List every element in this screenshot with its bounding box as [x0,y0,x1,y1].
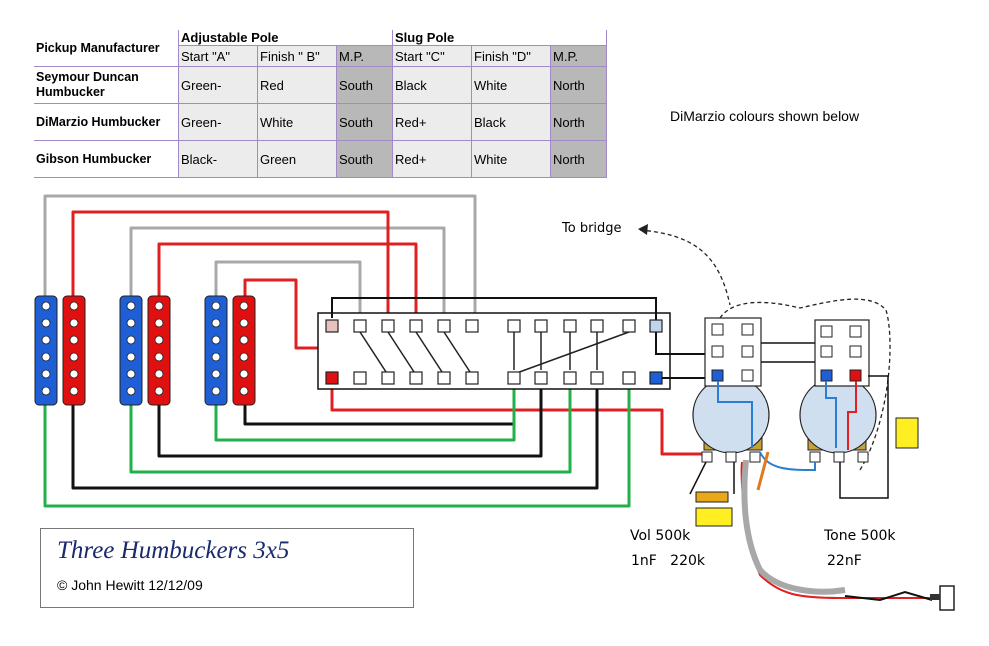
cell-c: Red+ [392,140,472,178]
wire-gray-3 [214,260,362,326]
dashed-to-bridge [639,229,731,306]
wire-black-cap [689,461,735,495]
capacitor-1nf [695,507,733,527]
wire-black-1 [71,378,599,490]
to-bridge-label: To bridge [562,221,622,236]
wire-red-4 [330,379,706,456]
cell-c: Black [392,66,472,104]
table-row: Seymour Duncan Humbucker Green- Red Sout… [34,66,607,104]
pickup-1-coil-red [62,295,86,406]
pickup-color-table: Pickup Manufacturer Adjustable Pole Slug… [34,30,607,178]
cell-c: Red+ [392,103,472,141]
col-start-c: Start "C" [392,45,472,67]
table-row: Gibson Humbucker Black- Green South Red+… [34,140,607,178]
cell-mp2: North [550,66,607,104]
manufacturer-header: Pickup Manufacturer [34,30,179,67]
copyright: © John Hewitt 12/12/09 [57,577,203,593]
volume-pot [692,317,770,463]
arrow-to-bridge [638,224,648,235]
output-jack [844,585,955,611]
vol-label: Vol 500k [630,528,691,544]
wire-orange-lug [756,451,770,491]
switch-body [317,312,671,390]
cell-d: White [471,66,551,104]
pickup-1 [34,295,86,406]
cell-mp2: North [550,140,607,178]
title-box: Three Humbuckers 3x5 © John Hewitt 12/12… [40,528,414,608]
col-finish-d: Finish "D" [471,45,551,67]
cell-d: White [471,140,551,178]
pickup-2 [119,295,171,406]
col-mp-2: M.P. [550,45,607,67]
cell-a: Black- [178,140,258,178]
switch-terminals [325,319,663,385]
wire-gray-2 [129,226,446,326]
row-maker: DiMarzio Humbucker [34,103,179,141]
table-row: DiMarzio Humbucker Green- White South Re… [34,103,607,141]
cell-a: Green- [178,103,258,141]
pickup-3 [204,295,256,406]
pickup-1-coil-blue [34,295,58,406]
pickup-2-coil-red [147,295,171,406]
wire-red-2 [157,242,418,326]
cell-mp1: South [336,140,393,178]
pickup-2-coil-blue [119,295,143,406]
row-maker: Seymour Duncan Humbucker [34,66,179,104]
switch-contacts [359,331,630,376]
wire-blue-tone [825,381,837,448]
cell-d: Black [471,103,551,141]
capacitor-22nf [895,417,919,449]
dimarzio-note: DiMarzio colours shown below [670,108,860,124]
pole-pieces [41,301,249,396]
wire-gray-1 [43,194,477,326]
cell-mp2: North [550,103,607,141]
pickup-3-coil-red [232,295,256,406]
cell-b: Green [257,140,337,178]
wire-green-3 [214,378,516,442]
pickup-3-coil-blue [204,295,228,406]
diagram-title: Three Humbuckers 3x5 [57,537,290,564]
tone-label: Tone 500k [824,528,896,544]
tone-pot [799,319,877,463]
wire-red-tone [847,381,857,450]
resistor-220k [695,491,729,503]
row-maker: Gibson Humbucker [34,140,179,178]
wire-black-switch-vol [655,332,710,355]
wire-blue-vol [717,381,753,448]
tone-parts-label: 22nF [827,553,862,569]
wire-green-2 [129,378,572,474]
cell-b: Red [257,66,337,104]
cell-mp1: South [336,66,393,104]
adjustable-pole-header: Adjustable Pole [178,30,393,46]
wire-green-1 [43,378,631,508]
wire-black-ground [839,375,889,499]
wire-blue-between [759,451,816,472]
wire-red-1 [71,210,390,326]
vol-parts-label: 1nF 220k [631,553,706,569]
wire-gray-jack [741,459,846,595]
switch-black-top [331,297,657,326]
wire-black-2 [157,378,543,458]
cell-a: Green- [178,66,258,104]
